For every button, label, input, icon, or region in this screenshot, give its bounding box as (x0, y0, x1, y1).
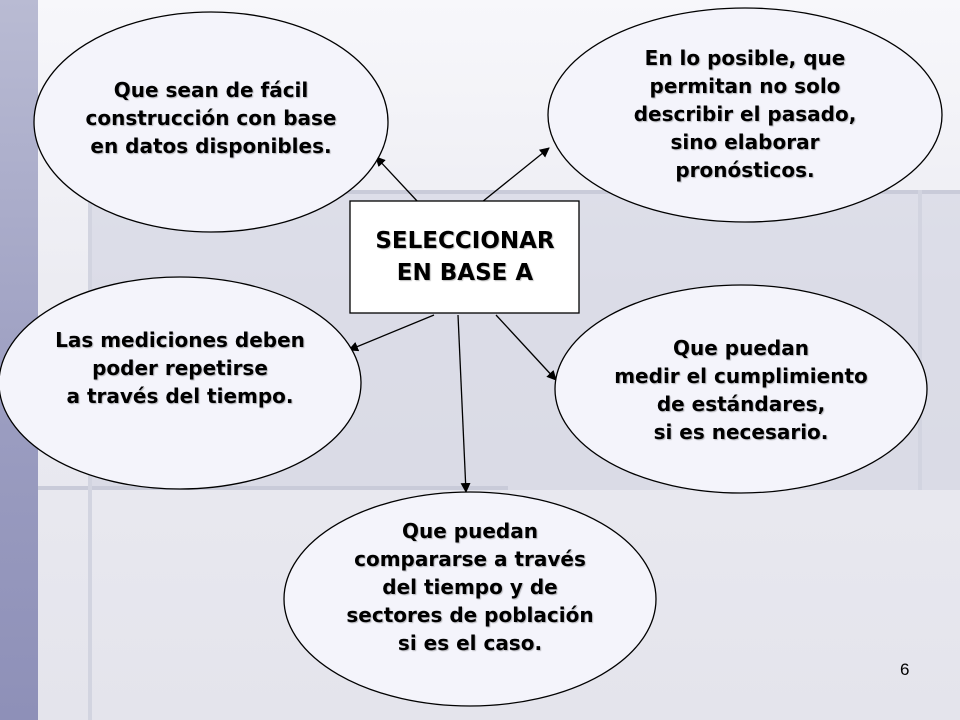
oval-top-left (33, 11, 389, 233)
connector-bottom (457, 314, 471, 493)
node-text-top-right: En lo posible, que permitan no solo desc… (633, 46, 857, 182)
oval-mid-right (554, 284, 928, 494)
oval-mid-left (0, 276, 362, 490)
page-number: 6 (900, 660, 910, 679)
node-text-mid-left: Las mediciones deben poder repetirse a t… (55, 328, 305, 408)
node-text-mid-right: Que puedan medir el cumplimiento de está… (614, 336, 868, 444)
oval-top-right (547, 7, 943, 223)
background-divider-right (918, 190, 922, 490)
connector-top-left (375, 156, 419, 203)
node-text-bottom: Que puedan compararse a través del tiemp… (346, 519, 594, 655)
center-label: SELECCIONAR EN BASE A (375, 228, 555, 286)
background-divider-bottom (38, 486, 508, 490)
connector-top-right (481, 147, 550, 203)
oval-bottom (283, 491, 657, 707)
connector-mid-left (348, 314, 435, 352)
background-divider-top (88, 190, 960, 194)
center-box (349, 200, 580, 314)
connector-mid-right (495, 314, 557, 381)
node-text-top-left: Que sean de fácil construcción con base … (85, 78, 337, 158)
